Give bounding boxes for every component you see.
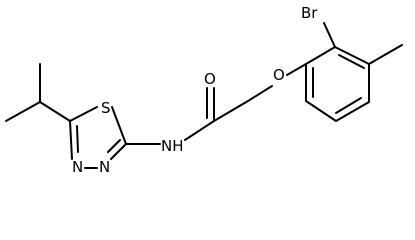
bond-carbonyl-ch2 — [213, 100, 249, 122]
bond-c5-s — [69, 106, 98, 122]
bond-ch2-o — [247, 85, 273, 102]
bond-c2-n3 — [110, 143, 127, 160]
bond-n4-c5 — [69, 120, 73, 160]
bond-s-c2 — [111, 106, 127, 145]
bond-c1-c2 — [305, 46, 336, 65]
bond-isopropyl-methyl-left — [5, 101, 41, 122]
amide-nh-label: NH — [161, 137, 184, 155]
sulfur-label: S — [101, 99, 111, 117]
bond-c4-c5-double — [335, 97, 362, 114]
carbonyl-oxygen-label: O — [204, 70, 216, 88]
bond-isopropyl-ring — [39, 101, 71, 122]
bond-o-c1 — [286, 63, 307, 76]
bond-c2-n3-double — [107, 139, 121, 153]
phenyl-ring — [286, 22, 403, 122]
molecule-structure: Br O O NH S N N — [5, 4, 403, 176]
ether-oxygen-label: O — [273, 66, 285, 84]
bond-c3-methyl — [368, 44, 403, 65]
bond-nh-carbonyl — [184, 120, 215, 141]
amide-linkage — [125, 85, 273, 145]
thiadiazole-ring — [69, 106, 127, 169]
nitrogen-label-left: N — [72, 158, 83, 176]
bond-c4-c5 — [335, 101, 370, 122]
bond-c2-c3 — [334, 46, 370, 65]
bond-c2-c3-double — [338, 54, 365, 69]
bond-c5-c6 — [305, 100, 337, 122]
isopropyl-group — [5, 63, 71, 122]
bond-c2-br — [323, 22, 336, 48]
bond-n4-c5-double — [76, 125, 79, 153]
nitrogen-label-right: N — [99, 158, 110, 176]
bromine-label: Br — [301, 4, 318, 22]
structure-canvas: Br O O NH S N N — [5, 4, 403, 176]
